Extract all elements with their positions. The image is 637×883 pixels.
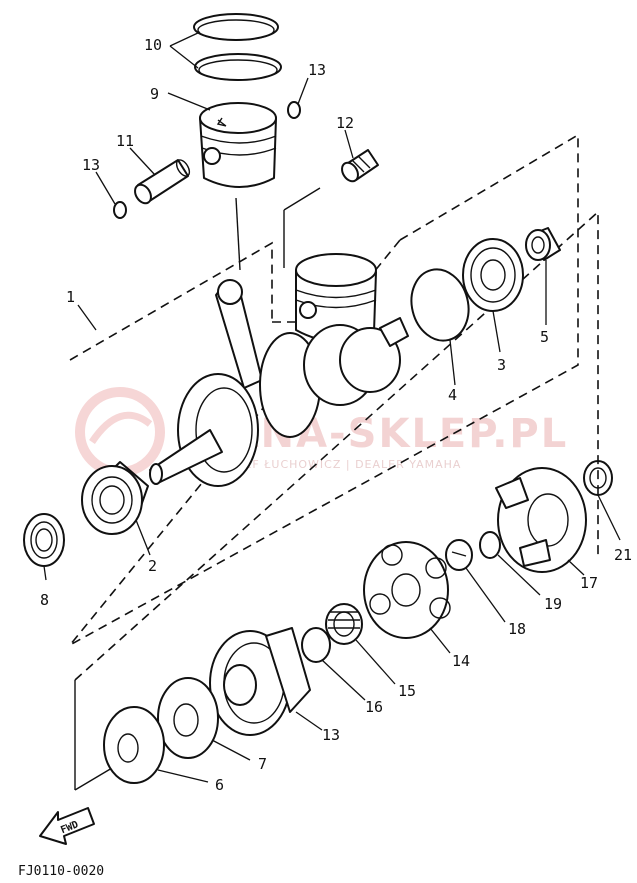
main-bearing [81,461,149,535]
circlip-left [113,201,127,219]
coupling-assembly-boundary [74,210,599,681]
watermark-logo-swoosh [89,411,153,444]
oil-seal [23,513,65,567]
needle-bearing [341,149,379,183]
plate-washer [103,706,165,784]
label-part-10: 10 [144,36,162,54]
label-part-21: 21 [614,546,632,564]
forward-direction-arrow: FWD [39,807,95,845]
label-part-3: 3 [497,356,506,374]
coupling-boundary-bottom [74,767,113,791]
label-part-19: 18 [508,620,526,638]
label-part-15: 14 [452,652,470,670]
seal-ring [301,627,331,663]
label-part-1: 1 [66,288,75,306]
diagram-reference-code: FJ0110-0020 [18,864,104,879]
coupling-housing [209,627,311,736]
watermark-title: PANA-SKLEP.PL [200,411,568,457]
label-part-12: 12 [336,114,354,132]
fwd-arrow-icon [39,807,95,845]
label-part-14: 13 [322,726,340,744]
crankshaft [149,279,409,487]
label-part-7: 7 [258,755,267,773]
part-labels: 10 9 13 12 11 13 1 2 8 4 3 5 21 17 19 18… [40,36,632,794]
label-part-8: 8 [40,591,49,609]
spacer [157,677,219,759]
plug [445,539,473,571]
piston-pin [134,159,191,205]
bearing-circlip [410,268,470,342]
label-part-16: 15 [398,682,416,700]
damper [363,541,451,639]
bearing-right [462,238,524,312]
label-part-13-right: 13 [308,61,326,79]
label-part-4: 4 [448,386,457,404]
label-part-18: 17 [580,574,598,592]
label-part-17: 16 [365,698,383,716]
circlip-right [287,101,301,119]
o-ring [479,531,501,559]
watermark-logo-icon [75,387,165,477]
leader-lines [43,31,621,783]
label-part-13-left: 13 [82,156,100,174]
label-part-20: 19 [544,595,562,613]
watermark: PANA-SKLEP.PL JÓZEF ŁUCHOWICZ | DEALER Y… [75,387,568,477]
label-part-6: 6 [215,776,224,794]
piston-rings [193,13,282,81]
label-part-2: 2 [148,557,157,575]
watermark-subtitle: JÓZEF ŁUCHOWICZ | DEALER YAMAHA [221,458,461,471]
label-part-11: 11 [116,132,134,150]
spring-nut [325,603,363,645]
coupling [495,467,587,573]
label-part-9: 9 [150,85,159,103]
piston [199,102,277,188]
bushing [525,227,561,261]
assembled-piston [295,253,377,343]
label-part-5: 5 [540,328,549,346]
